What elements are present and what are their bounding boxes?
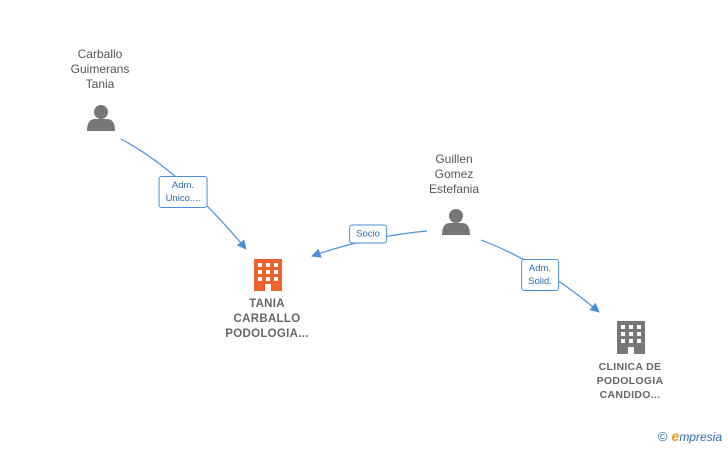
person-name-label[interactable]: Guillen Gomez Estefania: [428, 152, 480, 196]
brand-name: mpresia: [679, 430, 722, 444]
brand-logo: © empresia: [658, 428, 722, 444]
building-icon[interactable]: [617, 321, 645, 354]
person-name-label[interactable]: Carballo Guimerans Tania: [70, 47, 130, 91]
company-name-label[interactable]: TANIA CARBALLO PODOLOGIA...: [225, 298, 309, 340]
edge-label-adm-solid[interactable]: Adm. Solid.: [521, 259, 559, 291]
person-icon[interactable]: [87, 105, 115, 131]
copyright-icon: ©: [657, 428, 668, 444]
edge-label-adm-unico[interactable]: Adm. Unico....: [158, 176, 208, 208]
edge-label-socio[interactable]: Socio: [349, 224, 387, 244]
brand-e: e: [671, 428, 680, 444]
company-name-label[interactable]: CLINICA DE PODOLOGIA CANDIDO...: [596, 361, 664, 401]
person-icon[interactable]: [442, 209, 470, 235]
building-icon[interactable]: [254, 259, 282, 291]
